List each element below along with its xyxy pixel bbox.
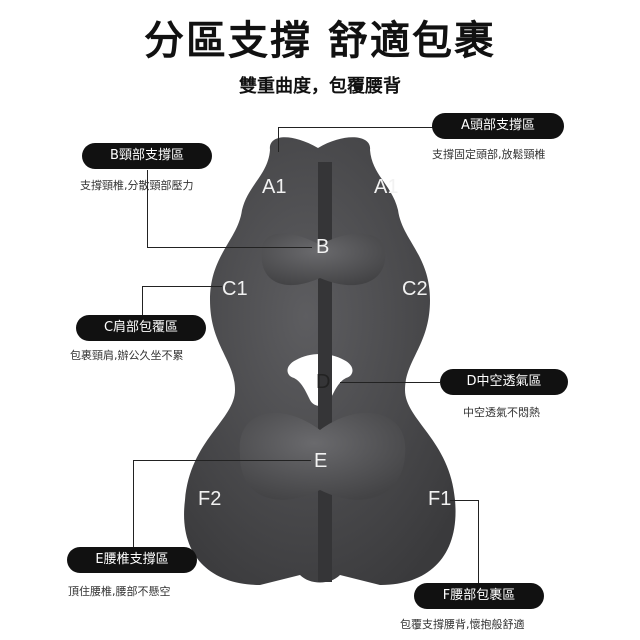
- connector-c: [142, 286, 143, 316]
- zone-b: B: [316, 236, 330, 258]
- connector-f-h: [450, 500, 478, 501]
- connector-b-h: [147, 247, 312, 248]
- zone-e: E: [314, 450, 328, 472]
- zone-c2: C2: [402, 278, 428, 300]
- callout-d-desc: 中空透氣不悶熱: [463, 406, 540, 419]
- zone-c1: C1: [222, 278, 248, 300]
- connector-e-h: [133, 460, 311, 461]
- neck-pillow: [261, 233, 386, 286]
- page-title: 分區支撐 舒適包裹: [144, 18, 496, 64]
- callout-f-label: F腰部包裹區: [414, 583, 544, 609]
- connector-b: [147, 170, 148, 247]
- callout-c-desc: 包裹頸肩,辦公久坐不累: [70, 349, 184, 362]
- connector-d: [340, 382, 440, 383]
- zone-f2: F2: [198, 488, 222, 510]
- page-subtitle: 雙重曲度，包覆腰背: [239, 76, 401, 97]
- connector-e: [133, 460, 134, 548]
- callout-b-label: B頸部支撐區: [82, 143, 212, 169]
- connector-c-h: [142, 286, 222, 287]
- lumbar-pillow: [239, 412, 406, 500]
- callout-e-label: E腰椎支撐區: [67, 547, 197, 573]
- zone-a1-left: A1: [262, 176, 287, 198]
- callout-e-desc: 頂住腰椎,腰部不懸空: [68, 585, 171, 598]
- zone-d: D: [316, 371, 331, 393]
- zone-f1: F1: [428, 488, 452, 510]
- connector-a: [278, 127, 438, 128]
- callout-a-desc: 支撐固定頭部,放鬆頸椎: [432, 148, 546, 161]
- callout-a-label: A頭部支撐區: [432, 113, 564, 139]
- connector-a-drop: [278, 127, 279, 152]
- callout-b-desc: 支撐頸椎,分散頸部壓力: [80, 179, 194, 192]
- callout-f-desc: 包覆支撐腰背,懷抱般舒適: [400, 618, 525, 631]
- callout-c-label: C肩部包覆區: [76, 315, 206, 341]
- callout-d-label: D中空透氣區: [440, 369, 568, 395]
- connector-f: [478, 500, 479, 584]
- zone-a1-right: A1: [374, 176, 399, 198]
